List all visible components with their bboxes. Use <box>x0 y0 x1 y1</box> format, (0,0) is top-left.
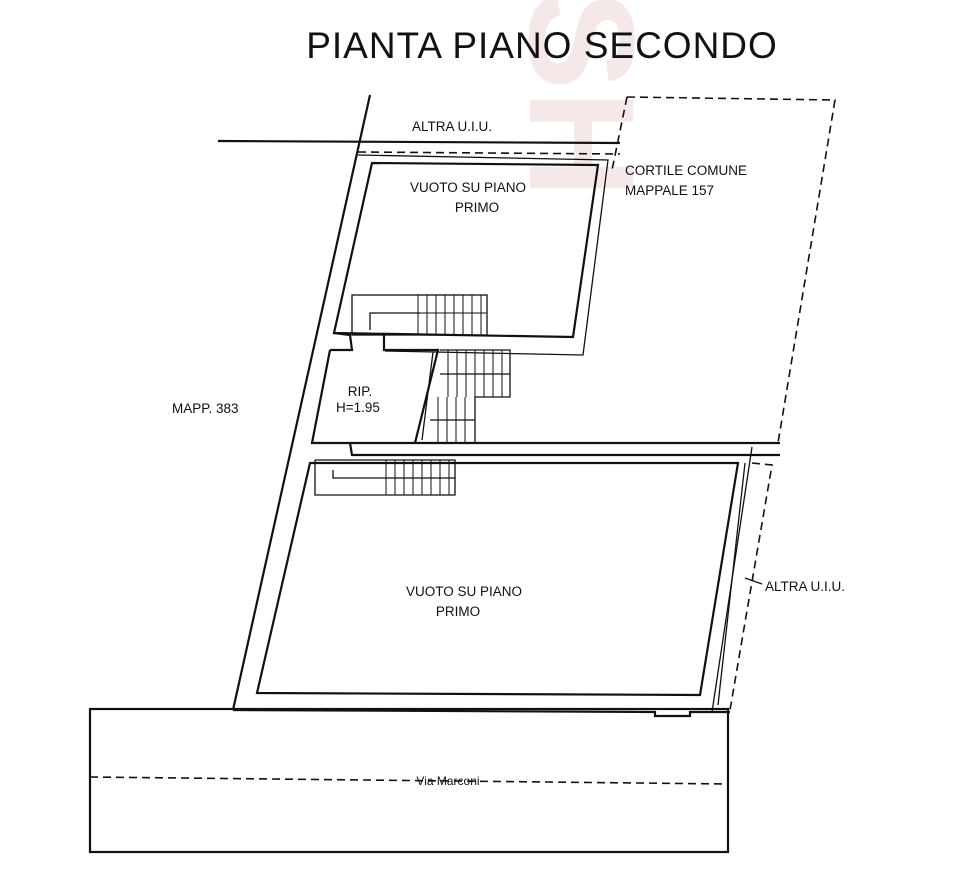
label-vuoto-upper-line1: VUOTO SU PIANO <box>410 180 526 195</box>
right-neighbour-outline <box>729 462 773 711</box>
upper-room-outline <box>332 161 600 339</box>
plan-title: PIANTA PIANO SECONDO <box>306 25 778 66</box>
corridor-wall-right <box>382 335 440 444</box>
street-outline <box>88 707 730 854</box>
courtyard-outline <box>626 96 836 444</box>
corridor-wall-upper <box>330 331 354 352</box>
lower-staircase <box>314 459 456 496</box>
label-vuoto-lower-line2: PRIMO <box>436 604 480 619</box>
courtyard-top-dash <box>357 151 621 155</box>
label-mapp-383: MAPP. 383 <box>172 401 239 416</box>
top-boundary-line <box>217 139 621 145</box>
right-strip-line <box>717 462 746 706</box>
altra-uiu-leader <box>744 577 763 585</box>
left-boundary-line <box>231 94 372 711</box>
label-street: Via Marconi <box>416 774 479 788</box>
middle-staircase <box>421 349 511 444</box>
label-altra-uiu-right: ALTRA U.I.U. <box>765 579 845 594</box>
label-altra-uiu-top: ALTRA U.I.U. <box>412 119 492 134</box>
label-cortile-line2: MAPPALE 157 <box>625 183 714 198</box>
label-cortile-line1: CORTILE COMUNE <box>625 163 747 178</box>
label-vuoto-lower-line1: VUOTO SU PIANO <box>406 584 522 599</box>
ripostiglio-outline <box>310 349 780 457</box>
street-centerline <box>89 776 729 785</box>
label-vuoto-upper-line2: PRIMO <box>455 200 499 215</box>
lower-room-outline <box>255 461 740 697</box>
label-rip-line1: RIP. <box>348 384 373 399</box>
lower-bottom-wall <box>232 708 730 718</box>
label-rip-line2: H=1.95 <box>336 400 380 415</box>
upper-staircase <box>351 294 488 336</box>
